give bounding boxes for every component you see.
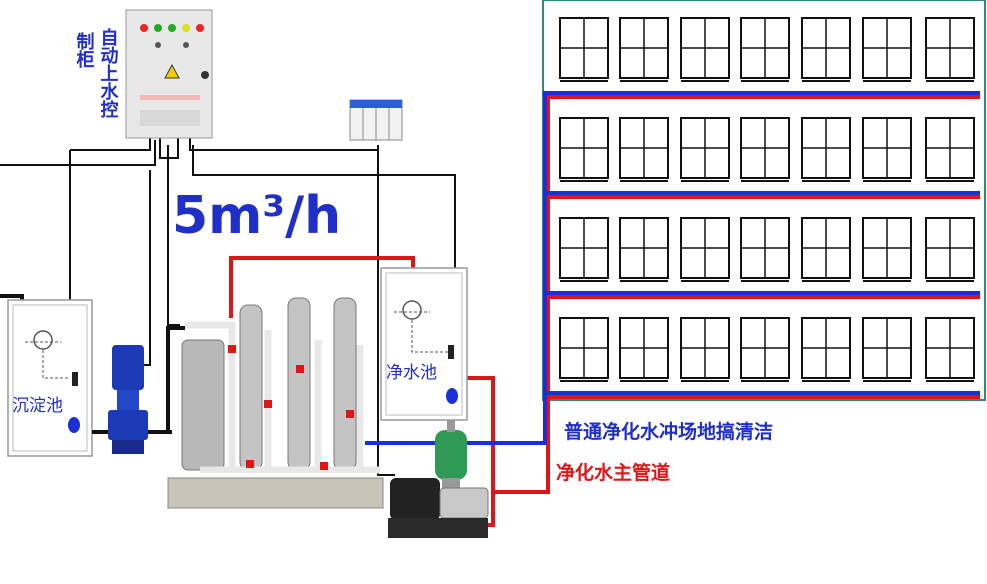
switch-icon	[155, 42, 161, 48]
building-window	[801, 117, 851, 182]
building-window	[619, 317, 669, 382]
indicator-yellow-icon	[182, 24, 190, 32]
building-window	[619, 117, 669, 182]
clean-tank-label: 净水池	[386, 363, 437, 383]
blue-pipe-label: 普通净化水冲场地搞清洁	[564, 420, 773, 443]
building-window	[680, 17, 730, 82]
switch-icon	[183, 42, 189, 48]
building-window	[680, 317, 730, 382]
filter-tank-4	[333, 297, 357, 471]
building-window	[559, 117, 609, 182]
valve-icon	[246, 460, 254, 468]
intake-pump-motor	[112, 345, 144, 390]
building-window	[680, 117, 730, 182]
building-window	[680, 217, 730, 282]
cabinet-label-plate	[140, 110, 200, 126]
cabinet-label-col2: 自动上水控	[98, 27, 119, 118]
building-window	[862, 217, 912, 282]
indicator-red-icon	[140, 24, 148, 32]
filter-base	[167, 477, 384, 509]
building-window	[925, 317, 975, 382]
building-window	[559, 17, 609, 82]
valve-icon	[320, 462, 328, 470]
flow-rate-title: 5m³/h	[172, 186, 341, 246]
intake-pump-body	[108, 410, 148, 440]
building-window	[559, 317, 609, 382]
booster-pump	[388, 420, 489, 538]
knob-icon	[201, 71, 209, 79]
float-ball-icon	[68, 417, 80, 433]
building-window	[925, 17, 975, 82]
float-valve-icon	[402, 300, 422, 320]
valve-icon	[346, 410, 354, 418]
booster-pump-body	[439, 487, 489, 519]
building-window	[619, 217, 669, 282]
building-window	[740, 317, 790, 382]
building-window	[925, 217, 975, 282]
building-window	[559, 217, 609, 282]
filter-tank-3	[287, 297, 311, 471]
building-window	[925, 117, 975, 182]
building-window	[619, 17, 669, 82]
circuit-breaker	[349, 99, 403, 141]
indicator-red-icon	[196, 24, 204, 32]
red-pipe-label: 净化水主管道	[556, 461, 670, 484]
cabinet-nameplate	[140, 95, 200, 100]
filter-tank-1	[181, 339, 225, 471]
float-valve-icon	[33, 330, 53, 350]
cabinet-label-col1: 制柜	[74, 32, 95, 69]
float-ball-icon	[446, 388, 458, 404]
building-window	[862, 117, 912, 182]
filtration-unit	[167, 297, 384, 509]
building	[542, 0, 986, 401]
valve-icon	[264, 400, 272, 408]
building-window	[801, 317, 851, 382]
indicator-green-icon	[154, 24, 162, 32]
building-window	[740, 117, 790, 182]
sediment-tank-label: 沉淀池	[12, 396, 63, 416]
valve-icon	[228, 345, 236, 353]
indicator-green-icon	[168, 24, 176, 32]
sediment-tank: 沉淀池	[7, 299, 93, 457]
control-cabinet: 制柜 自动上水控	[74, 9, 213, 139]
building-window	[801, 17, 851, 82]
building-window	[801, 217, 851, 282]
clean-water-tank: 净水池	[380, 267, 468, 421]
pressure-tank	[435, 430, 467, 480]
breaker-top	[350, 100, 402, 108]
valve-icon	[296, 365, 304, 373]
filter-tank-2	[239, 304, 263, 471]
building-window	[740, 17, 790, 82]
building-window	[740, 217, 790, 282]
booster-motor	[390, 478, 440, 520]
warning-icon	[164, 63, 180, 79]
intake-pump	[92, 326, 185, 454]
building-window	[862, 317, 912, 382]
building-floors	[559, 17, 975, 382]
building-window	[862, 17, 912, 82]
